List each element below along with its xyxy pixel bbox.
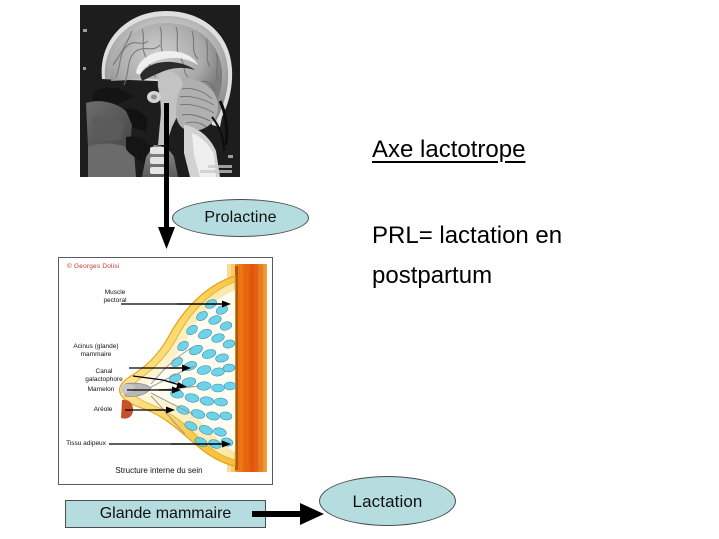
node-prolactine-label: Prolactine bbox=[204, 209, 277, 226]
node-glande-mammaire[interactable]: Glande mammaire bbox=[65, 500, 266, 528]
slide-body-text: PRL= lactation en postpartum bbox=[372, 222, 563, 289]
label-mamelon: Mamelon bbox=[87, 386, 115, 393]
label-tissu-adipeux: Tissu adipeux bbox=[66, 440, 106, 447]
label-canal-galactophore: Canal galactophore bbox=[85, 368, 123, 383]
node-glande-mammaire-label: Glande mammaire bbox=[99, 505, 232, 522]
label-muscle-pectoral: Muscle pectoral bbox=[103, 289, 127, 304]
label-areole: Aréole bbox=[93, 406, 113, 413]
page-title: Axe lactotrope bbox=[372, 136, 526, 163]
node-prolactine[interactable]: Prolactine bbox=[172, 199, 309, 237]
arrow-down-prolactine bbox=[156, 103, 178, 249]
node-lactation-label: Lactation bbox=[352, 491, 423, 511]
brain-mri-image bbox=[80, 5, 240, 177]
figure-credit: © Georges Dolisi bbox=[67, 263, 120, 270]
label-acinus: Acinus (glande) mammaire bbox=[73, 343, 119, 358]
figure-caption: Structure interne du sein bbox=[115, 466, 203, 475]
breast-anatomy-figure: © Georges Dolisi Muscle pectoral Acinus … bbox=[58, 257, 273, 485]
arrow-right-lactation bbox=[252, 503, 324, 525]
node-lactation[interactable]: Lactation bbox=[319, 476, 456, 526]
